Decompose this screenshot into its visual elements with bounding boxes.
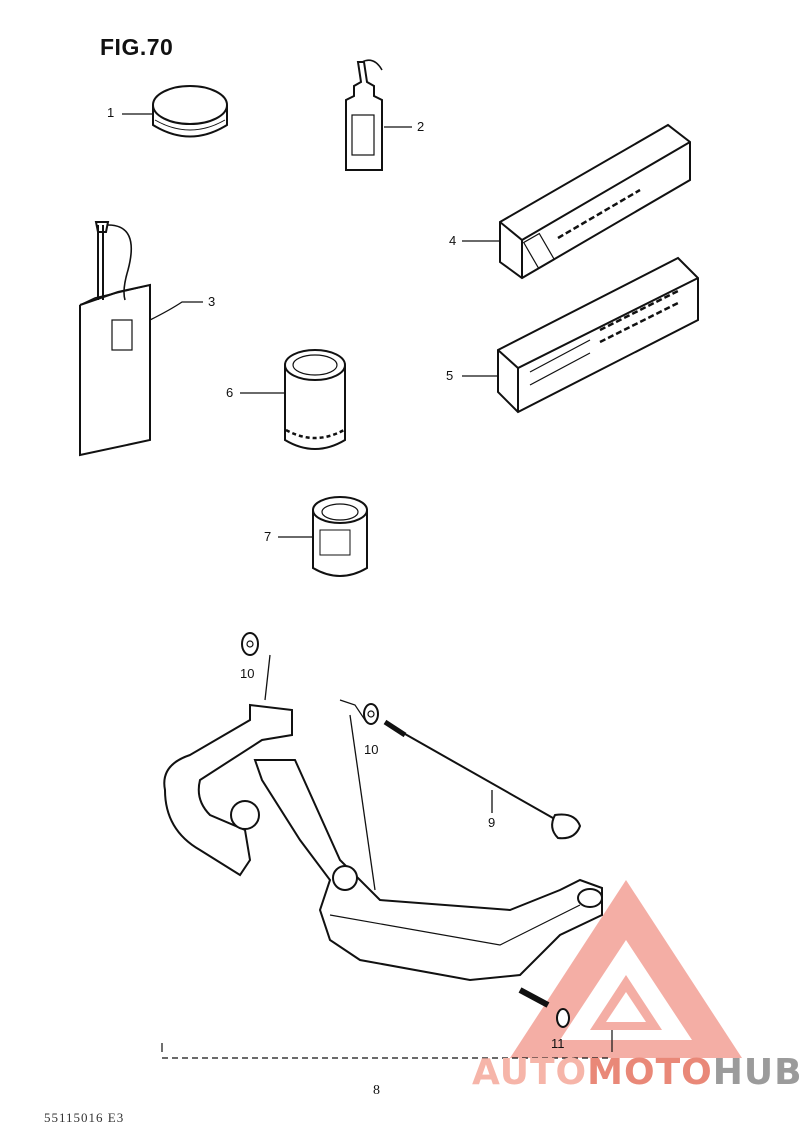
callout-10b: 10: [364, 742, 379, 757]
part-10-washer-a: [241, 632, 259, 656]
watermark-auto: AUTO: [472, 1052, 588, 1093]
watermark-hub: HUB: [712, 1052, 800, 1093]
callout-7: 7: [264, 529, 272, 544]
part-8-frame-guard: [163, 699, 603, 982]
leader-3: [149, 301, 203, 321]
callout-5: 5: [446, 368, 454, 383]
part-9-long-bolt: [383, 719, 582, 840]
callout-11: 11: [551, 1036, 565, 1051]
callout-6: 6: [226, 385, 234, 400]
part-1-grease-tin: [152, 85, 228, 138]
part-2-bottle: [345, 59, 383, 171]
callout-10a: 10: [240, 666, 255, 681]
part-7-small-can: [312, 496, 368, 577]
watermark-moto: MOTO: [587, 1052, 713, 1093]
callout-1: 1: [107, 105, 115, 120]
part-4-suzuki-bond-box: [499, 123, 691, 280]
callout-3: 3: [208, 294, 216, 309]
callout-9: 9: [488, 815, 496, 830]
watermark-text: AUTOMOTOHUB: [472, 1052, 800, 1093]
part-10-washer-b: [363, 703, 379, 725]
leader-10a: [264, 654, 271, 701]
part-6-can: [284, 349, 346, 450]
figure-title: FIG.70: [100, 34, 174, 60]
callout-2: 2: [417, 119, 425, 134]
part-11-bolt: [518, 987, 570, 1028]
callout-4: 4: [449, 233, 457, 248]
part-3-oil-can: [79, 221, 151, 457]
part-5-moly-paste-box: [497, 256, 699, 414]
page-number: 8: [373, 1083, 380, 1098]
document-code: 55115016 E3: [44, 1110, 125, 1125]
